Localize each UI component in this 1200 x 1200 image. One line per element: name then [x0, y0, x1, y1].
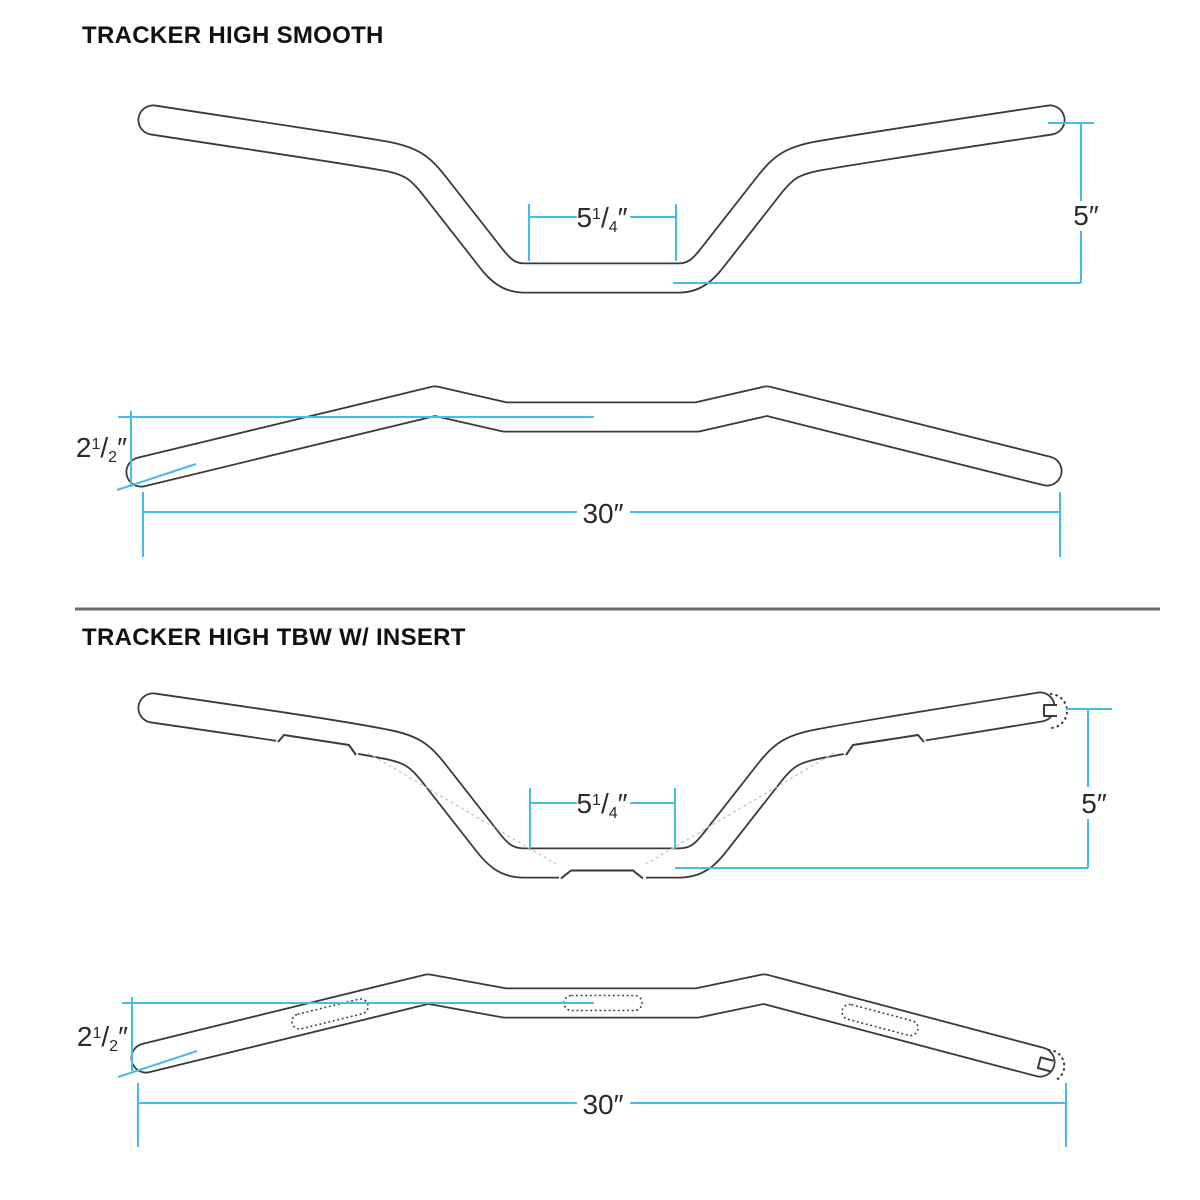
s1-front-tube-fill: [139, 106, 1064, 292]
s1-top-tube-fill: [127, 387, 1061, 486]
section-1-title: TRACKER HIGH SMOOTH: [82, 22, 384, 49]
s2-notch-right-mask: [843, 738, 927, 758]
s2-front-end-cap-dotted: [1049, 693, 1068, 729]
s2-dim-overall-width-label: 30″: [582, 1089, 623, 1120]
s2-front-view: [137, 691, 1068, 882]
s2-dim-pullback-label: 21/2″: [77, 1021, 128, 1055]
s2-dim-center-width-lines: [529, 788, 676, 850]
s2-dim-center-width-label: 51/4″: [576, 788, 627, 822]
s1-dim-rise-label: 5″: [1073, 200, 1099, 231]
s1-dim-rise-lines: [673, 122, 1094, 284]
s2-top-view: [130, 973, 1066, 1081]
s2-hidden-cable-left: [367, 752, 557, 865]
s2-dim-rise-lines: [675, 708, 1112, 869]
section-2-title: TRACKER HIGH TBW W/ INSERT: [82, 624, 466, 651]
s2-notch-center: [560, 869, 644, 880]
s1-dim-center-width-lines: [528, 204, 677, 261]
s2-notch-left: [277, 734, 357, 756]
s2-notch-left-mask: [275, 738, 359, 758]
s1-dim-pullback-label: 21/2″: [76, 432, 127, 466]
s2-dim-rise-label: 5″: [1081, 788, 1107, 819]
s1-front-view: [137, 104, 1066, 294]
s2-hidden-cable-right: [645, 752, 835, 865]
s1-dim-pullback-lines: [116, 411, 594, 491]
s2-front-tube-fill: [139, 693, 1054, 877]
s1-top-view: [125, 385, 1063, 488]
s1-dim-overall-width-lines: [142, 492, 1061, 557]
s1-dim-center-width-label: 51/4″: [576, 202, 627, 236]
s2-slot-left: [291, 998, 369, 1030]
s2-dim-pullback-lines: [117, 997, 594, 1078]
s2-top-end-keyway: [1036, 1056, 1054, 1073]
s2-dim-overall-width-lines: [137, 1083, 1067, 1147]
s2-top-tube-fill: [132, 975, 1054, 1076]
s1-dimensions: 51/4″ 5″ 21/2″ 30″: [76, 122, 1099, 557]
s1-dim-overall-width-label: 30″: [582, 498, 623, 529]
s2-front-end-keyway: [1043, 704, 1057, 717]
s2-dimensions: 51/4″ 5″ 21/2″ 30″: [77, 708, 1112, 1147]
s2-slot-right: [841, 1003, 919, 1037]
s2-notch-right: [845, 734, 925, 756]
